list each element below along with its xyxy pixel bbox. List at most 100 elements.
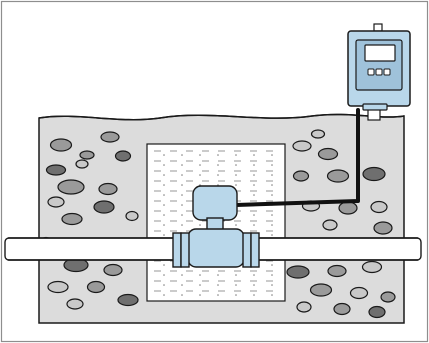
trench-dot (181, 274, 183, 276)
right-flange (250, 232, 260, 268)
trench-dot (163, 204, 165, 206)
flowmeter-sensor-icon (172, 185, 260, 268)
trench-dot (163, 214, 165, 216)
trench-dot (235, 184, 237, 186)
stone (114, 150, 132, 162)
stone (349, 286, 369, 300)
stone (370, 200, 388, 214)
trench-dot (181, 164, 183, 166)
trench-dot (163, 194, 165, 196)
trench-dot (253, 184, 255, 186)
stone (45, 164, 67, 176)
trench-dot (163, 274, 165, 276)
keypad-icon (367, 68, 391, 76)
trench-dot (163, 154, 165, 156)
right-flange-inner (242, 232, 252, 268)
stone (362, 166, 386, 182)
trench-dot (163, 174, 165, 176)
trench-dot (253, 164, 255, 166)
trench-dot (271, 234, 273, 236)
trench-dot (271, 284, 273, 286)
stone (103, 263, 123, 277)
trench-dot (253, 224, 255, 226)
stone (86, 280, 106, 294)
trench-dot (181, 184, 183, 186)
trench-dot (271, 154, 273, 156)
trench-dot (271, 224, 273, 226)
trench-dot (217, 294, 219, 296)
stone (309, 283, 333, 297)
trench-dot (235, 294, 237, 296)
trench-dot (217, 284, 219, 286)
keypad-key (375, 68, 383, 76)
stone (322, 219, 338, 231)
trench-dot (199, 274, 201, 276)
trench-dot (163, 264, 165, 266)
trench-dot (235, 284, 237, 286)
stone (317, 147, 339, 161)
trench-dot (181, 154, 183, 156)
keypad-key (383, 68, 391, 76)
trench-dot (163, 294, 165, 296)
stone (66, 298, 84, 310)
mount-top (373, 23, 383, 32)
trench-dot (253, 214, 255, 216)
trench-dot (199, 224, 201, 226)
stone (333, 302, 351, 316)
trench-texture (154, 150, 273, 296)
trench-dot (217, 274, 219, 276)
trench-dot (253, 294, 255, 296)
trench-dot (181, 174, 183, 176)
trench-dot (271, 214, 273, 216)
stone (57, 179, 85, 195)
display-icon (364, 44, 396, 62)
trench-dot (181, 194, 183, 196)
trench-dot (181, 204, 183, 206)
stones-group (39, 129, 401, 319)
trench-dot (163, 164, 165, 166)
stone (292, 170, 310, 182)
trench-dot (199, 164, 201, 166)
stone (338, 201, 358, 215)
keypad-key (367, 68, 375, 76)
stone (75, 159, 89, 169)
stone (296, 301, 312, 313)
trench-dot (271, 194, 273, 196)
sensor-connection-head (192, 185, 238, 221)
trench-dot (181, 284, 183, 286)
trench-dot (253, 284, 255, 286)
trench-dot (199, 294, 201, 296)
trench-dot (235, 154, 237, 156)
trench-dot (253, 174, 255, 176)
trench-dot (235, 274, 237, 276)
stone (368, 305, 386, 319)
stone (327, 264, 347, 278)
left-flange-inner (180, 232, 190, 268)
trench-dot (271, 294, 273, 296)
trench-dot (271, 264, 273, 266)
stone (361, 260, 383, 274)
trench-dot (217, 164, 219, 166)
trench-dot (271, 274, 273, 276)
trench-dot (163, 234, 165, 236)
stone (373, 221, 393, 235)
trench-dot (235, 174, 237, 176)
trench-dot (235, 164, 237, 166)
stone (79, 150, 95, 160)
trench-dot (181, 294, 183, 296)
trench-dot (271, 184, 273, 186)
stone (326, 169, 350, 183)
stone (47, 280, 69, 294)
sensor-body (187, 228, 245, 268)
trench-dot (181, 214, 183, 216)
trench-dot (163, 184, 165, 186)
trench-dot (163, 224, 165, 226)
transmitter-foot (362, 103, 388, 111)
trench-dot (235, 224, 237, 226)
stone (47, 196, 65, 208)
stone (125, 210, 139, 222)
trench-dot (217, 154, 219, 156)
stone (61, 212, 83, 226)
